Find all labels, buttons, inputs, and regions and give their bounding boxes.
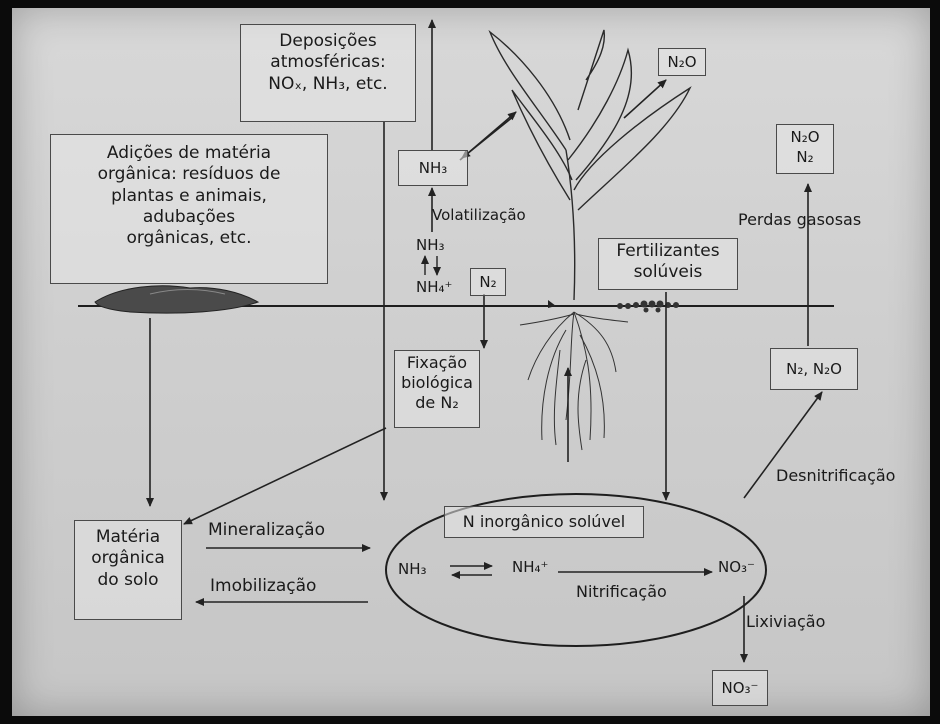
gaseous-losses-label: Perdas gasosas (738, 210, 861, 229)
leached-no3-box: NO₃⁻ (712, 670, 768, 706)
n2-n2o-box: N₂, N₂O (770, 348, 858, 390)
immobilization-label: Imobilização (210, 576, 316, 596)
n2o-n2-box: N₂O N₂ (776, 124, 834, 174)
nh4-ellipse-label: NH₄⁺ (512, 558, 548, 576)
n2-box: N₂ (470, 268, 506, 296)
soluble-inorganic-n-box: N inorgânico solúvel (444, 506, 644, 538)
nh4-mid-label: NH₄⁺ (416, 278, 452, 296)
atmospheric-deposition-box: Deposições atmosféricas: NOₓ, NH₃, etc. (240, 24, 416, 122)
nh3-ellipse-label: NH₃ (398, 560, 427, 578)
soluble-fertilizers-box: Fertilizantes solúveis (598, 238, 738, 290)
roots-icon (520, 312, 628, 450)
mineralization-label: Mineralização (208, 520, 325, 540)
no3-ellipse-label: NO₃⁻ (718, 558, 755, 576)
n2o-box: N₂O (658, 48, 706, 76)
nh3-box: NH₃ (398, 150, 468, 186)
organic-additions-box: Adições de matéria orgânica: resíduos de… (50, 134, 328, 284)
soil-organic-matter-box: Matéria orgânica do solo (74, 520, 182, 620)
biological-fixation-box: Fixação biológica de N₂ (394, 350, 480, 428)
denitrification-label: Desnitrificação (776, 466, 895, 485)
leaching-label: Lixiviação (746, 612, 825, 631)
nitrification-label: Nitrificação (576, 582, 667, 601)
nh3-mid-label: NH₃ (416, 236, 445, 254)
volatilization-label: Volatilização (432, 206, 526, 224)
